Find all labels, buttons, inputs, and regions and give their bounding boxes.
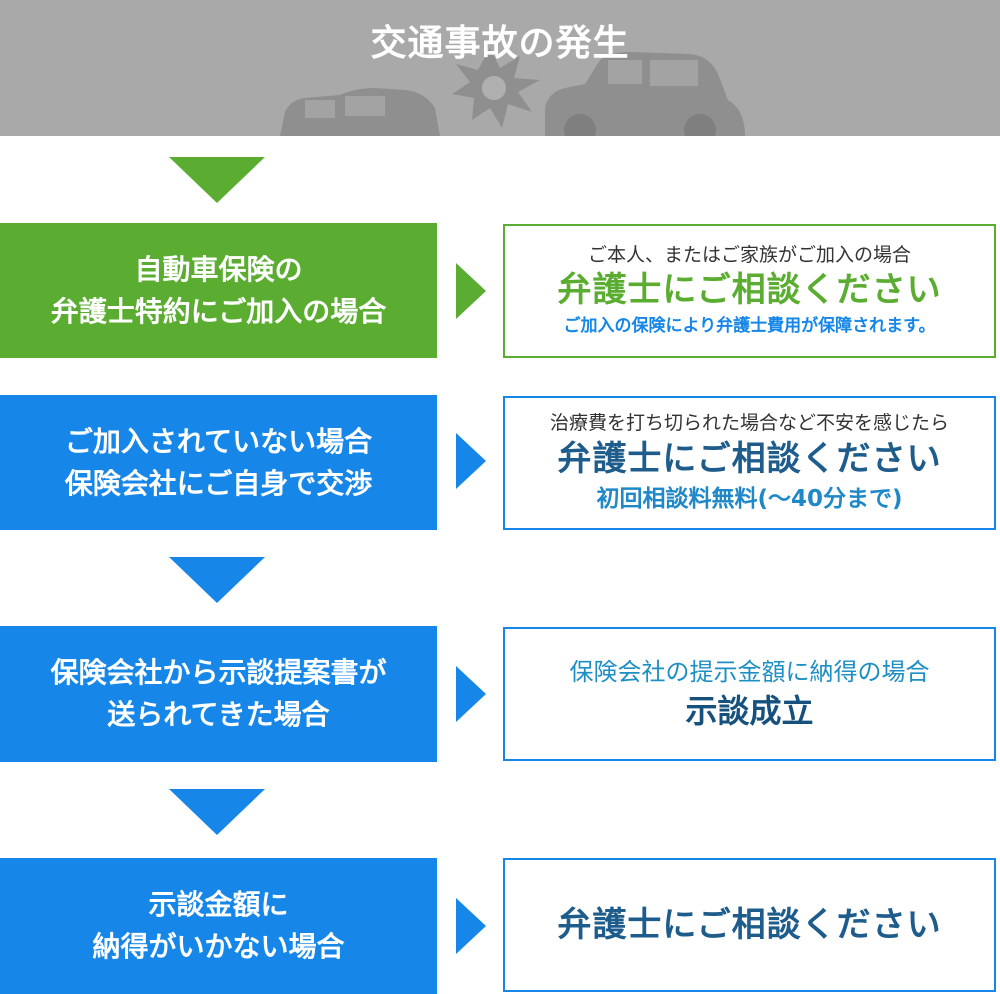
step2-line1: ご加入されていない場合 (65, 421, 372, 463)
right-arrow-icon (456, 666, 486, 722)
step4-line2: 納得がいかない場合 (92, 926, 344, 968)
step1-result-box: ご本人、またはご家族がご加入の場合 弁護士にご相談ください ご加入の保険により弁… (503, 224, 996, 358)
step3-result-box: 保険会社の提示金額に納得の場合 示談成立 (503, 627, 996, 761)
step2-line2: 保険会社にご自身で交渉 (65, 463, 372, 505)
right-arrow-icon (456, 263, 486, 319)
down-arrow-icon (169, 557, 265, 603)
step3-line2: 送られてきた場合 (107, 694, 329, 736)
header-banner: 交通事故の発生 (0, 0, 1000, 136)
step2-result-main: 弁護士にご相談ください (557, 436, 941, 482)
step1-result-main: 弁護士にご相談ください (557, 268, 941, 312)
step2-result-box: 治療費を打ち切られた場合など不安を感じたら 弁護士にご相談ください 初回相談料無… (503, 396, 996, 530)
down-arrow-icon (169, 157, 265, 203)
step1-line1: 自動車保険の (134, 249, 302, 291)
step4-line1: 示談金額に (148, 884, 288, 926)
step4-result-box: 弁護士にご相談ください (503, 858, 996, 992)
step3-result-main: 示談成立 (685, 689, 813, 733)
step1-result-top: ご本人、またはご家族がご加入の場合 (588, 242, 911, 268)
step4-result-main: 弁護士にご相談ください (557, 902, 941, 948)
down-arrow-icon (169, 789, 265, 835)
step2-result-top: 治療費を打ち切られた場合など不安を感じたら (550, 410, 949, 436)
step2-result-note: 初回相談料無料(～40分まで) (596, 482, 902, 516)
step2-condition-box: ご加入されていない場合 保険会社にご自身で交渉 (0, 395, 437, 530)
header-title: 交通事故の発生 (0, 14, 1000, 66)
step3-condition-box: 保険会社から示談提案書が 送られてきた場合 (0, 626, 437, 762)
right-arrow-icon (456, 433, 486, 489)
step4-condition-box: 示談金額に 納得がいかない場合 (0, 858, 437, 994)
left-car-icon (280, 88, 440, 136)
right-arrow-icon (456, 898, 486, 954)
step3-line1: 保険会社から示談提案書が (50, 652, 386, 694)
step1-result-note: ご加入の保険により弁護士費用が保障されます。 (564, 312, 936, 340)
step1-line2: 弁護士特約にご加入の場合 (51, 291, 386, 333)
step1-condition-box: 自動車保険の 弁護士特約にご加入の場合 (0, 223, 437, 358)
step3-result-top: 保険会社の提示金額に納得の場合 (570, 655, 930, 689)
